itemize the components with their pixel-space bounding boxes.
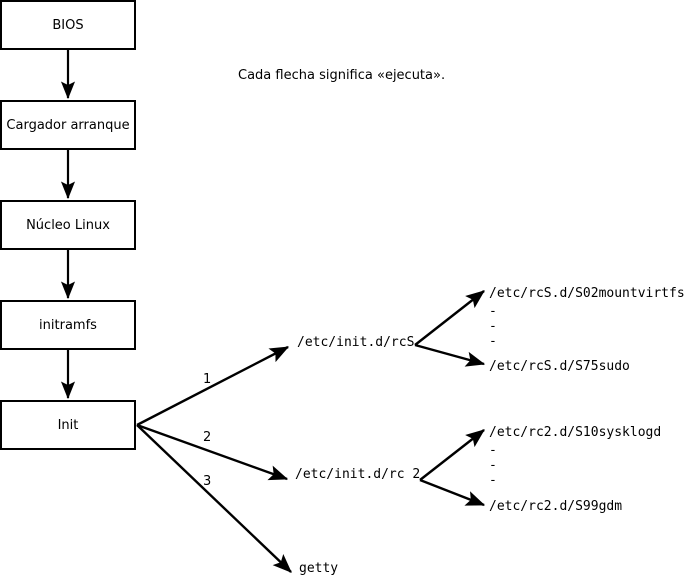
- ellipsis-dash: -: [489, 443, 497, 458]
- edge-number-1: 1: [203, 372, 212, 387]
- script-label-getty[interactable]: getty: [299, 561, 339, 576]
- stage-box-init[interactable]: Init: [0, 400, 136, 450]
- arrow-rcS-to-s02mountvirtfs: [414, 290, 485, 346]
- script-label-rcS-d-s02mountvirtfs[interactable]: /etc/rcS.d/S02mountvirtfs: [489, 286, 684, 301]
- arrow-rc2-to-s99gdm: [419, 478, 486, 507]
- script-label-init-d-rc2[interactable]: /etc/init.d/rc 2: [295, 467, 421, 482]
- init-fanout-arrows: [136, 345, 292, 573]
- ellipsis-dash: -: [489, 458, 497, 473]
- script-label-rcS-d-s75sudo[interactable]: /etc/rcS.d/S75sudo: [489, 359, 630, 374]
- diagram-caption: Cada flecha significa «ejecuta».: [238, 68, 446, 83]
- rc2-branch-ellipsis: - - -: [489, 443, 497, 488]
- arrow-rcS-to-s75sudo: [414, 343, 486, 367]
- script-label-rc2-d-s10sysklogd[interactable]: /etc/rc2.d/S10sysklogd: [489, 425, 662, 440]
- arrow-rc2-to-s10sysklogd: [419, 429, 485, 481]
- stage-label-init: Init: [57, 417, 79, 433]
- stage-label-bootloader: Cargador arranque: [6, 117, 130, 133]
- ellipsis-dash: -: [489, 319, 497, 334]
- stage-box-kernel[interactable]: Núcleo Linux: [0, 200, 136, 250]
- edge-number-2: 2: [203, 430, 212, 445]
- stage-label-bios: BIOS: [52, 17, 84, 33]
- arrow-init-to-rc2: [136, 423, 289, 481]
- edge-number-3: 3: [203, 474, 212, 489]
- arrow-init-to-getty: [136, 424, 292, 573]
- stage-box-initramfs[interactable]: initramfs: [0, 300, 136, 350]
- rc2-branch-arrows: [419, 429, 486, 507]
- stage-label-kernel: Núcleo Linux: [26, 217, 110, 233]
- script-label-rc2-d-s99gdm[interactable]: /etc/rc2.d/S99gdm: [489, 499, 623, 514]
- rcS-branch-ellipsis: - - -: [489, 304, 497, 349]
- stage-label-initramfs: initramfs: [39, 317, 97, 333]
- stage-box-bootloader[interactable]: Cargador arranque: [0, 100, 136, 150]
- ellipsis-dash: -: [489, 304, 497, 319]
- arrow-init-to-rcS: [136, 345, 290, 427]
- script-label-init-d-rcS[interactable]: /etc/init.d/rcS: [297, 335, 415, 350]
- ellipsis-dash: -: [489, 473, 497, 488]
- stage-box-bios[interactable]: BIOS: [0, 0, 136, 50]
- ellipsis-dash: -: [489, 334, 497, 349]
- rcS-branch-arrows: [414, 290, 486, 367]
